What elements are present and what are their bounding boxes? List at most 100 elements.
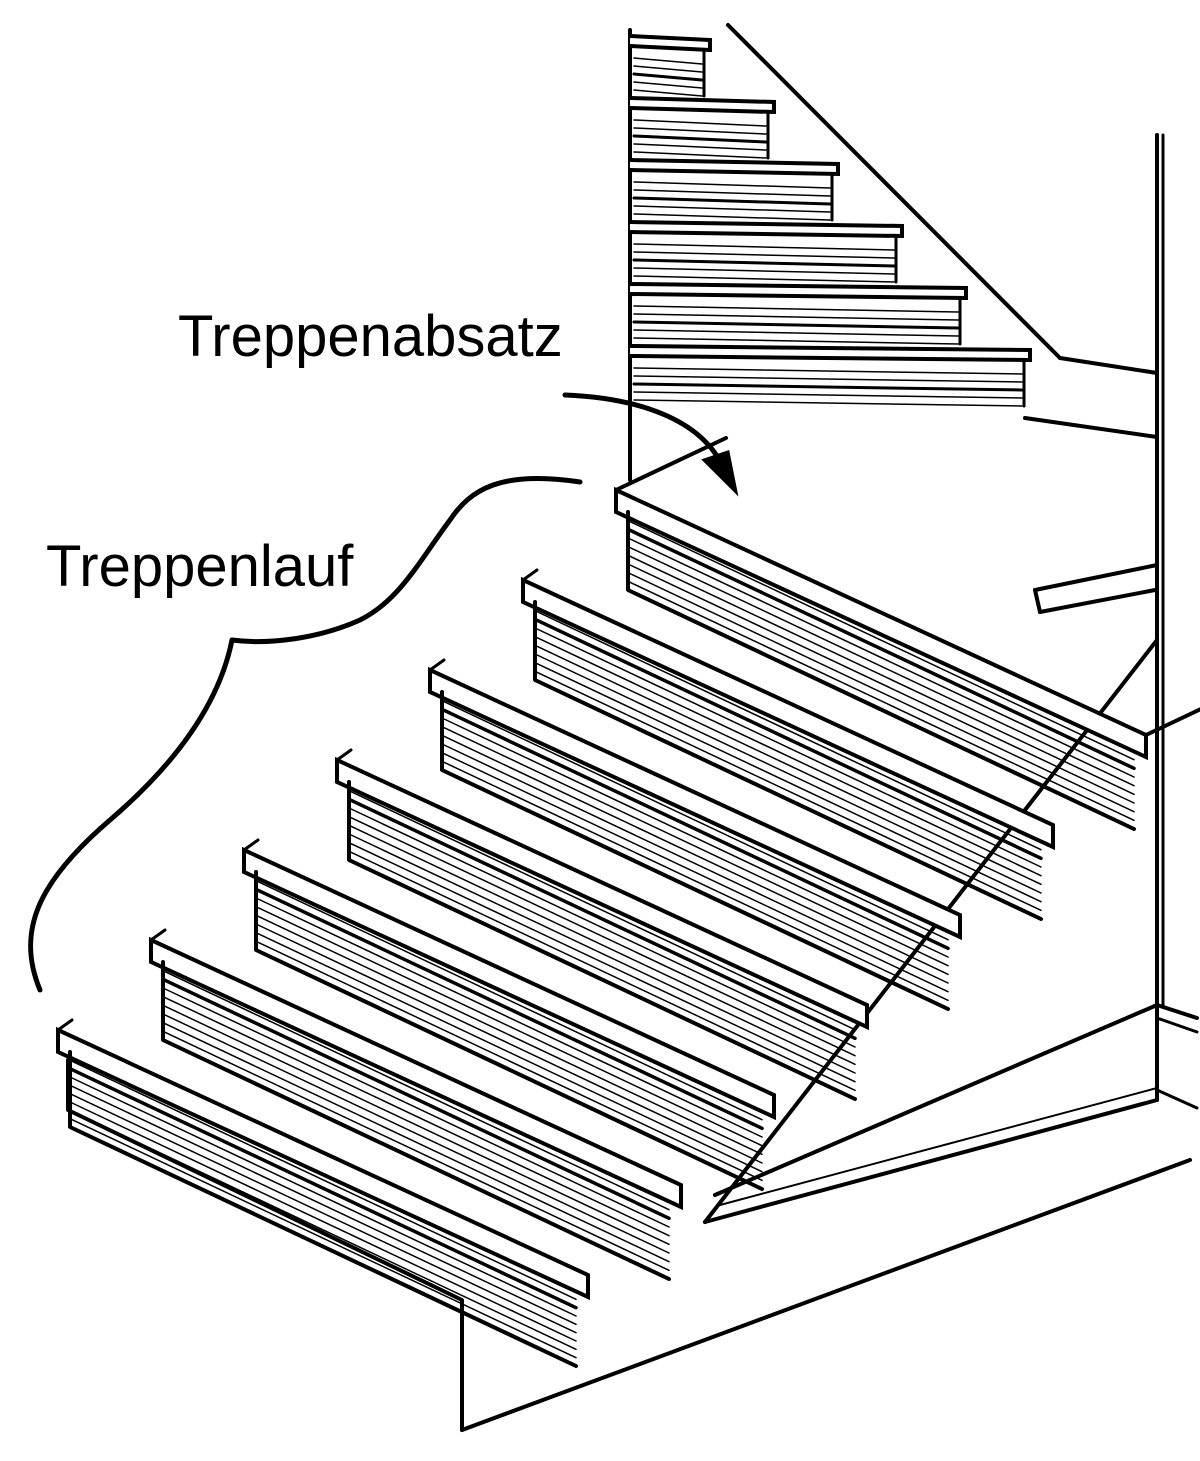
tread-nose [629,34,712,53]
riser-hatch [627,571,1135,813]
riser-hatch [255,914,763,1156]
lower-step [335,748,869,1101]
tread-nose [629,96,776,115]
riser-hatch [632,382,1024,392]
riser-hatch [632,196,832,206]
lower-step [521,568,1055,921]
lower-step [242,838,776,1191]
riser-hatch [632,134,768,144]
riser-hatch [162,1013,670,1254]
riser-hatch [633,205,831,213]
riser-hatch [633,119,767,127]
upper-step [629,220,904,284]
riser-hatch [348,789,856,1031]
upper-flight [629,34,1032,408]
riser-hatch [633,189,831,197]
tread-nose [149,936,683,1211]
tread-edge [242,838,260,852]
riser-hatch [534,653,1042,894]
riser-hatch [348,824,856,1066]
upper-step [629,344,1032,408]
lower-step [149,928,683,1281]
tread-nose [629,282,968,301]
riser-hatch [627,580,1135,822]
flight-brace [28,476,583,993]
tread-nose [242,846,776,1121]
tread-edge [428,658,446,672]
riser-hatch [162,1021,670,1263]
riser-hatch [255,923,763,1164]
label-treppenabsatz: Treppenabsatz [178,304,563,369]
riser-hatch [255,905,763,1147]
riser-hatch [633,275,895,283]
riser-hatch [441,725,949,967]
riser-hatch [441,751,949,993]
upper-step [629,34,712,98]
tread-edge [335,748,353,762]
riser-hatch [348,841,856,1083]
riser-hatch [627,563,1135,804]
riser-hatch [441,743,949,984]
riser-hatch [632,258,896,268]
riser-hatch [68,1066,578,1310]
riser-hatch [627,545,1135,787]
riser-hatch [633,65,703,73]
riser-hatch [533,617,1043,861]
riser-hatch [633,399,1023,407]
wall-structure [460,23,1199,1432]
tread-nose [614,486,1148,761]
riser-hatch [632,320,960,330]
riser-hatch [627,537,1135,778]
tread-nose [428,666,962,941]
tread-nose [629,344,1032,363]
riser-hatch [534,670,1042,912]
riser-hatch [255,940,763,1182]
tread-nose [629,220,904,239]
upper-step [629,96,776,160]
riser-hatch [633,375,1023,383]
riser-hatch [69,1101,577,1342]
riser-hatch [633,89,703,97]
tread-edge [149,928,167,942]
riser-hatch [626,527,1136,771]
riser-hatch [633,251,895,259]
riser-hatch [162,1030,670,1272]
riser-hatch [633,329,959,337]
tread-nose [335,756,869,1031]
riser-hatch [633,305,959,313]
riser-hatch [633,267,895,275]
landing-arrow [562,392,739,497]
riser-hatch [254,887,764,1131]
riser-hatch [69,1092,577,1334]
riser-hatch [69,1084,577,1326]
riser-hatch [633,367,1023,375]
riser-hatch [633,337,959,345]
riser-hatch [627,519,1135,761]
riser-hatch [255,879,763,1121]
lower-step [428,658,962,1011]
riser-hatch [633,181,831,189]
arrow-head [701,450,739,497]
riser-hatch [633,143,767,151]
riser-hatch [69,1059,577,1301]
riser-hatch [255,897,763,1138]
riser-hatch [534,635,1042,877]
riser-hatch [633,151,767,159]
tread-nose [521,576,1055,851]
upper-step [629,158,840,222]
riser-hatch [534,644,1042,886]
riser-hatch [441,760,949,1002]
riser-hatch [348,833,856,1074]
riser-hatch [441,717,949,958]
riser-hatch [633,127,767,135]
riser-hatch [440,707,950,951]
riser-hatch [534,609,1042,851]
riser-hatch [255,931,763,1173]
riser-hatch [633,243,895,251]
lower-step [614,436,1200,831]
riser-hatch [633,313,959,321]
riser-hatch [348,807,856,1048]
riser-hatch [162,969,670,1211]
bottom-step-end [66,1058,464,1432]
